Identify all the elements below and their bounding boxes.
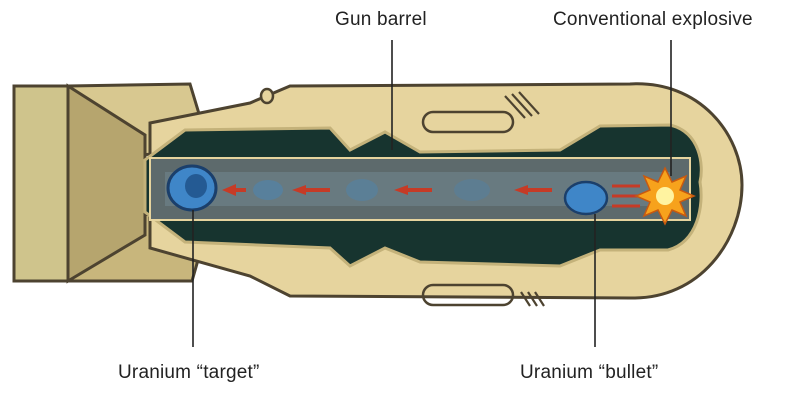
uranium-target: [168, 166, 216, 210]
explosion-icon: [636, 168, 694, 224]
uranium-bullet-label: Uranium “bullet”: [520, 362, 658, 384]
tail-fin-box: [14, 86, 68, 281]
conventional-explosive-label: Conventional explosive: [553, 9, 753, 31]
uranium-bullet: [565, 182, 607, 214]
casing-lug: [261, 89, 273, 103]
uranium-target-label: Uranium “target”: [118, 362, 260, 384]
gun-barrel-label: Gun barrel: [335, 9, 427, 31]
